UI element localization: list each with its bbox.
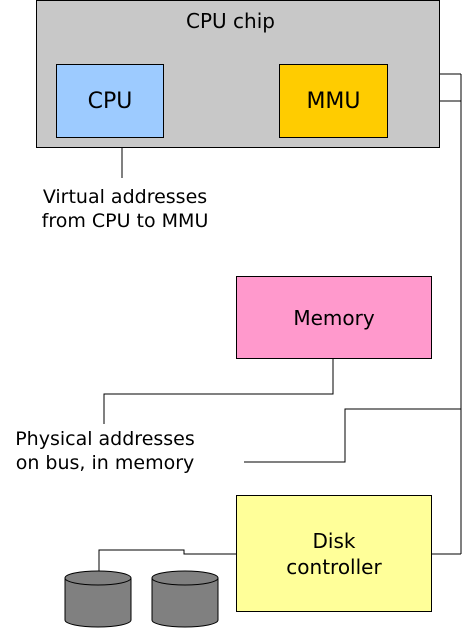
- disk-left-body: [64, 578, 132, 628]
- disk-left-top: [64, 570, 132, 586]
- disk-controller-label: Disk controller: [286, 528, 382, 579]
- memory-label: Memory: [293, 305, 375, 330]
- disk-right-body: [151, 578, 219, 628]
- mmu-box: MMU: [279, 64, 388, 138]
- cpu-chip-title: CPU chip: [186, 9, 275, 33]
- cpu-box: CPU: [56, 64, 164, 138]
- cpu-label: CPU: [87, 88, 133, 114]
- controller-disk-line: [98, 549, 236, 575]
- disk-left-icon: [64, 570, 132, 628]
- memory-box: Memory: [236, 276, 432, 359]
- memory-leader: [103, 359, 334, 424]
- mmu-label: MMU: [306, 88, 361, 114]
- disk-right-icon: [151, 570, 219, 628]
- disk-controller-box: Disk controller: [236, 495, 432, 612]
- physical-addresses-label: Physical addresses on bus, in memory: [15, 428, 195, 474]
- bus-leader: [244, 408, 461, 463]
- disk-right-top: [151, 570, 219, 586]
- virtual-addresses-label: Virtual addresses from CPU to MMU: [41, 186, 209, 232]
